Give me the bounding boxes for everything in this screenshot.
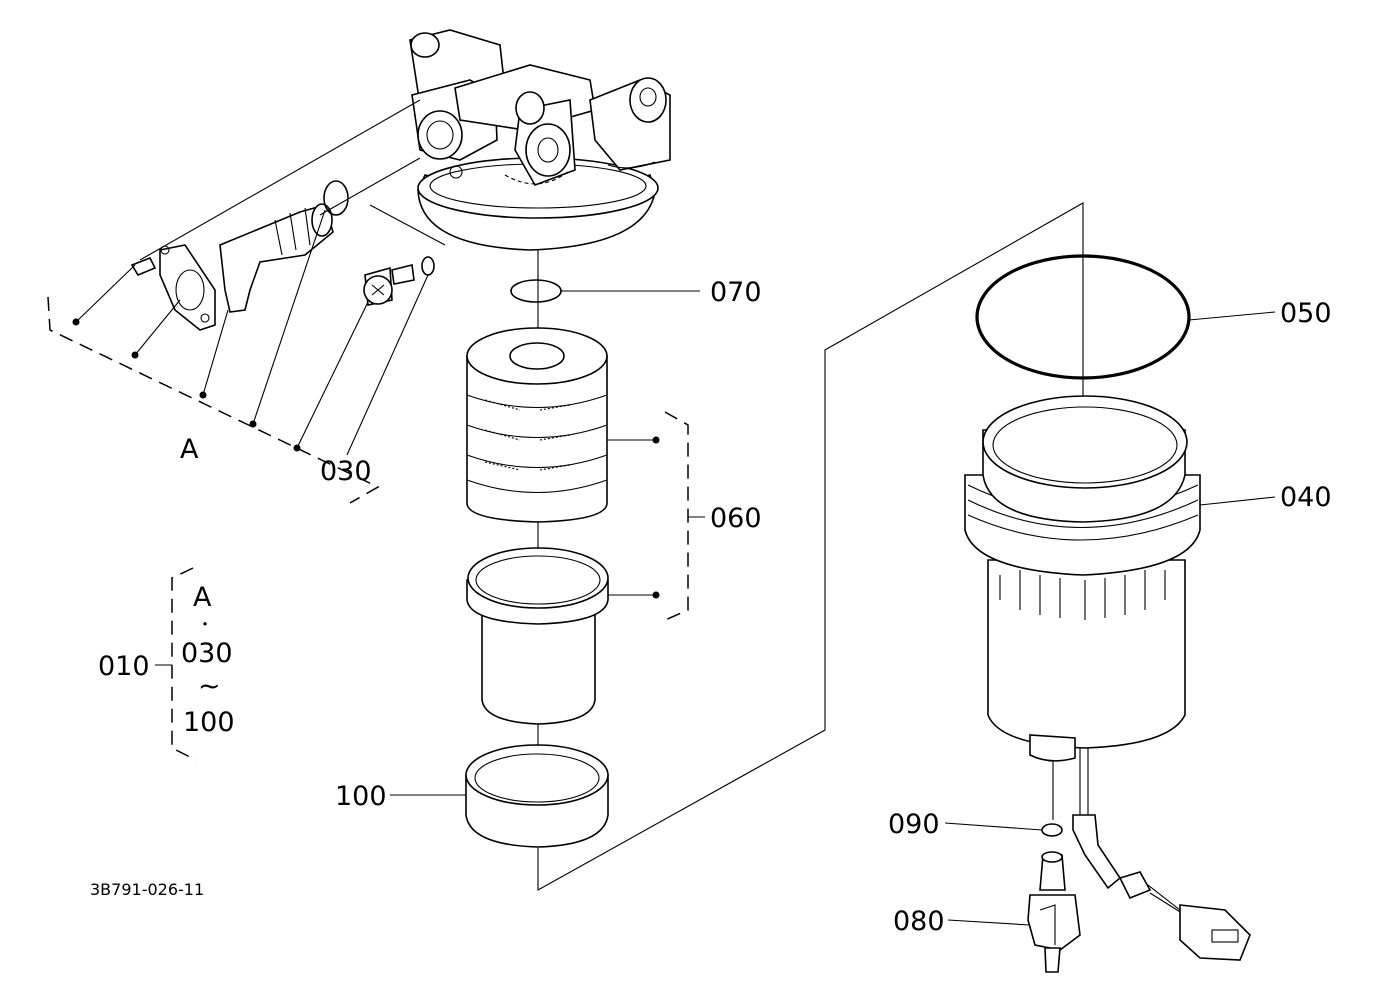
drawing-code: 3B791-026-11 <box>90 880 204 899</box>
water-sensor-080 <box>947 851 1081 973</box>
o-ring-070 <box>510 279 700 303</box>
callout-060: 060 <box>710 503 762 534</box>
callout-050: 050 <box>1280 298 1332 329</box>
filter-element-060 <box>466 327 660 523</box>
callout-070: 070 <box>710 277 762 308</box>
callout-030: 030 <box>320 456 372 487</box>
bracket-060 <box>664 411 689 621</box>
note-line-a: A <box>193 582 212 613</box>
note-line-dot: ・ <box>197 615 213 634</box>
ring-100 <box>390 744 609 848</box>
note-line-030: 030 <box>181 638 233 669</box>
callout-100: 100 <box>335 781 387 812</box>
callout-010: 010 <box>98 651 150 682</box>
assembly-note-010: 010 A ・ 030 ~ 100 <box>98 567 235 761</box>
o-ring-090 <box>944 760 1063 837</box>
note-line-100: 100 <box>183 707 235 738</box>
sensor-wire-harness <box>1072 748 1251 961</box>
filter-head-assembly <box>409 29 671 251</box>
o-ring-050 <box>975 254 1276 380</box>
assembly-connector-line <box>537 202 1084 891</box>
callout-080: 080 <box>893 906 945 937</box>
callout-090: 090 <box>888 809 940 840</box>
group-a-leaders <box>72 99 446 456</box>
note-line-tilde: ~ <box>198 671 221 702</box>
callout-group-a: A <box>180 434 199 465</box>
inner-cup <box>466 547 660 725</box>
callout-040: 040 <box>1280 482 1332 513</box>
small-parts-group-a <box>130 180 435 331</box>
sediment-bowl-040 <box>964 395 1276 762</box>
